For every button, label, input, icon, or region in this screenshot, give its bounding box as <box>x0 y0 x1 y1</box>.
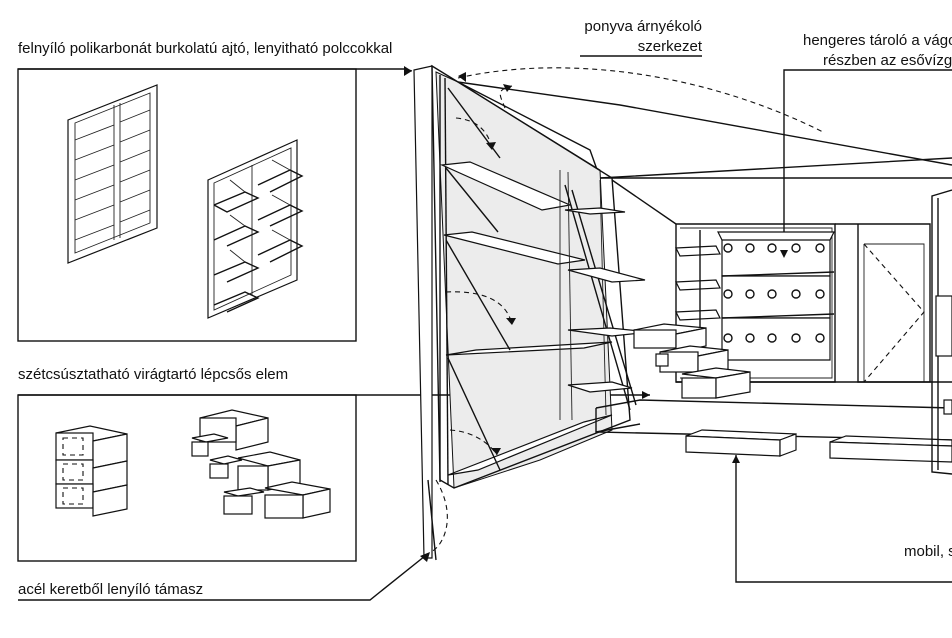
label-tank-line1: hengeres tároló a vágo <box>803 32 952 49</box>
label-flower-element: szétcsúsztatható virágtartó lépcsős elem <box>18 366 289 383</box>
stepped-boxes <box>633 323 751 399</box>
label-canopy-line1: ponyva árnyékoló <box>584 18 702 35</box>
canopy <box>457 67 952 179</box>
interior <box>611 179 952 383</box>
label-support: acél keretből lenyíló támasz <box>18 581 204 598</box>
cylinder-storage <box>717 231 835 361</box>
inset-door-panels <box>17 68 357 342</box>
label-door: felnyíló polikarbonát burkolatú ajtó, le… <box>18 40 393 57</box>
door-shelves <box>439 87 651 476</box>
label-mobile: mobil, s <box>904 543 952 560</box>
inset-flower-element <box>17 394 357 562</box>
arrowheads <box>404 66 788 562</box>
floor-benches <box>595 399 952 463</box>
label-tank-line2: részben az esővízgy <box>823 52 952 69</box>
label-canopy-line2: szerkezet <box>637 38 702 55</box>
right-unit <box>931 189 952 475</box>
main-door <box>413 64 631 561</box>
